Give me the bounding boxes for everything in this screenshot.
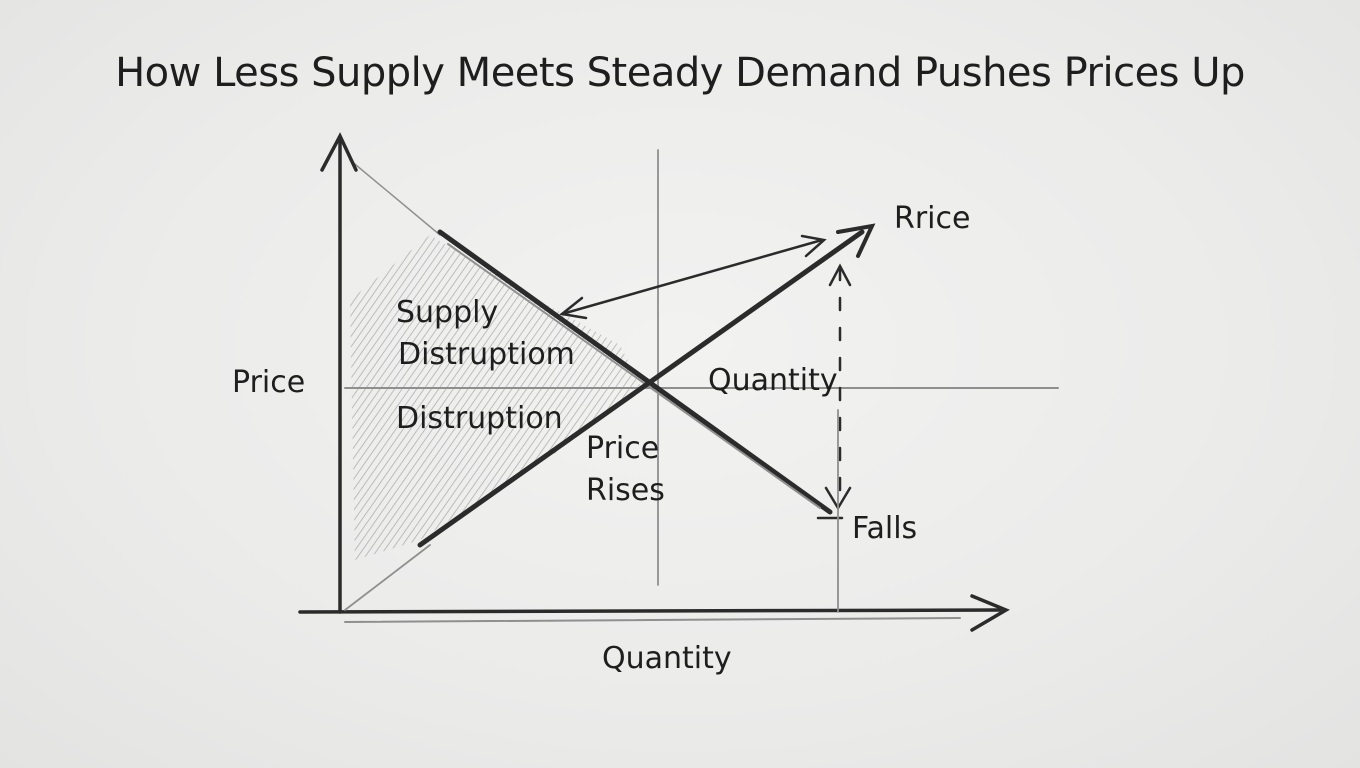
rrice-label: Rrice bbox=[894, 201, 970, 236]
dashed-up-arrowhead bbox=[828, 263, 852, 287]
shift-arrowhead-right bbox=[800, 234, 827, 258]
y-axis-label: Price bbox=[232, 365, 305, 400]
supply-curve bbox=[417, 229, 865, 548]
supply-label: Supply bbox=[396, 295, 498, 330]
price-rises-label-line2: Rises bbox=[586, 473, 665, 508]
shift-double-arrow bbox=[560, 238, 824, 316]
demand-curve bbox=[437, 229, 833, 515]
quantity-mid-label: Quantity bbox=[708, 363, 838, 398]
y-axis-arrowhead bbox=[320, 132, 358, 172]
supply-curve-thin-extension bbox=[344, 544, 431, 611]
diagram-title: How Less Supply Meets Steady Demand Push… bbox=[115, 50, 1245, 96]
supply-curve-arrowhead bbox=[836, 223, 876, 258]
distruption-label: Distruption bbox=[396, 401, 563, 436]
x-axis-arrowhead bbox=[970, 594, 1010, 632]
shift-arrowhead-left bbox=[559, 296, 588, 320]
distruptiom-label: Distruptiom bbox=[398, 337, 575, 372]
falls-label: Falls bbox=[852, 511, 917, 546]
x-axis-label: Quantity bbox=[602, 641, 732, 676]
price-rises-label-line1: Price bbox=[586, 431, 659, 466]
guide-diagonal-line bbox=[349, 159, 441, 236]
demand-curve-shadow bbox=[447, 243, 821, 509]
shaded-disruption-area bbox=[350, 235, 640, 560]
x-axis-underline bbox=[344, 617, 961, 623]
x-axis-line bbox=[298, 608, 1002, 614]
